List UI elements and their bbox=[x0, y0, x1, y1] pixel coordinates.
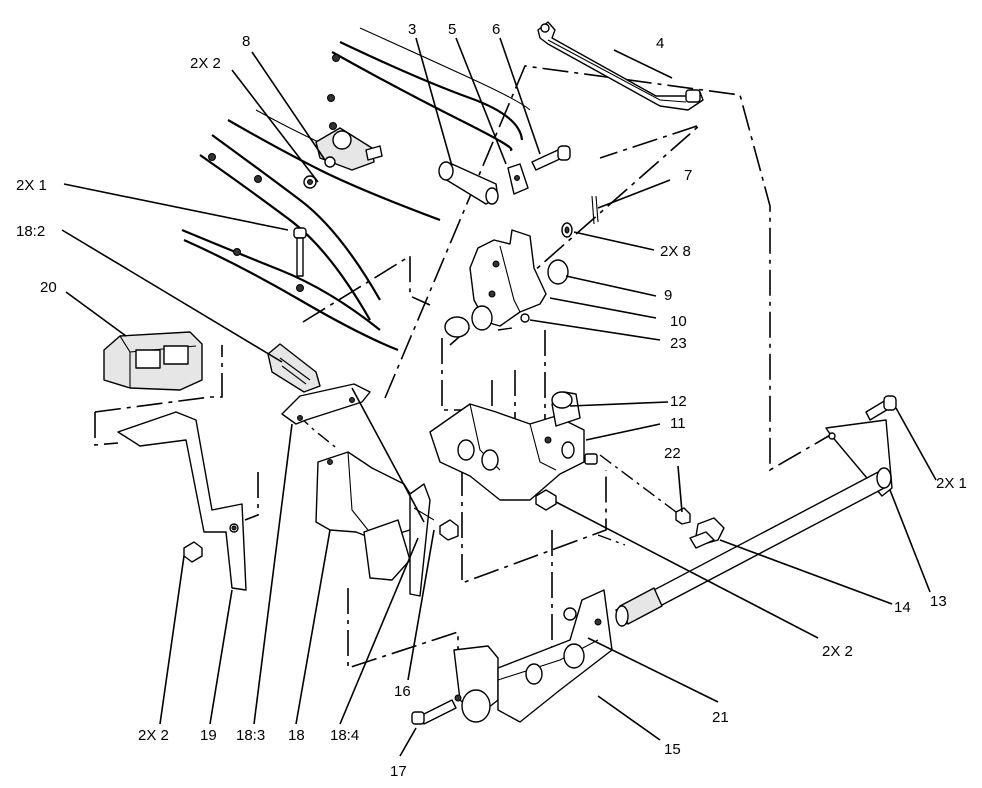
callout-2x2-bottom: 2X 2 bbox=[138, 727, 169, 744]
callout-9: 9 bbox=[664, 287, 672, 304]
callout-20: 20 bbox=[40, 279, 57, 296]
part-1-bolt-right bbox=[865, 395, 897, 421]
callout-19: 19 bbox=[200, 727, 217, 744]
part-6-bolt bbox=[531, 145, 571, 171]
callout-16: 16 bbox=[394, 683, 411, 700]
part-1-bolt-left bbox=[293, 227, 307, 277]
callout-3: 3 bbox=[408, 21, 416, 38]
callout-18: 18 bbox=[288, 727, 305, 744]
part-16-nut bbox=[439, 519, 459, 541]
callout-15: 15 bbox=[664, 741, 681, 758]
callout-labels: 2X 2 8 3 5 6 4 7 2X 1 18:2 2X 8 9 20 10 … bbox=[16, 21, 967, 780]
callout-8: 8 bbox=[242, 33, 250, 50]
callout-4: 4 bbox=[656, 35, 664, 52]
callout-23: 23 bbox=[670, 335, 687, 352]
callout-13: 13 bbox=[930, 593, 947, 610]
callout-18-2: 18:2 bbox=[16, 223, 45, 240]
callout-17: 17 bbox=[390, 763, 407, 780]
part-8-washer bbox=[561, 222, 573, 238]
callout-2x2-center: 2X 2 bbox=[822, 643, 853, 660]
part-21-nut bbox=[563, 607, 577, 621]
callout-12: 12 bbox=[670, 393, 687, 410]
cable-bundle bbox=[181, 27, 531, 352]
callout-11: 11 bbox=[670, 415, 686, 432]
part-2-nut-center bbox=[535, 489, 557, 511]
part-18-2-pad bbox=[267, 343, 321, 393]
callout-7: 7 bbox=[684, 167, 692, 184]
part-14-fitting bbox=[689, 517, 725, 549]
part-5-plate bbox=[507, 163, 529, 195]
callout-18-4: 18:4 bbox=[330, 727, 359, 744]
callout-10: 10 bbox=[670, 313, 687, 330]
part-22-nut bbox=[675, 507, 691, 525]
callout-2x8: 2X 8 bbox=[660, 243, 691, 260]
callout-21: 21 bbox=[712, 709, 729, 726]
part-11-carriage bbox=[429, 403, 598, 501]
part-3-pin bbox=[438, 161, 499, 205]
part-8-cable-clamp bbox=[303, 127, 383, 189]
part-20-pedal-pad bbox=[103, 331, 203, 391]
part-18-pedal-lever bbox=[315, 451, 415, 581]
part-4-rod bbox=[537, 21, 704, 111]
callout-5: 5 bbox=[448, 21, 456, 38]
cable-nuts bbox=[208, 54, 340, 292]
part-12-bushing bbox=[551, 391, 581, 427]
callout-14: 14 bbox=[894, 599, 911, 616]
centerlines bbox=[94, 65, 833, 670]
callout-2x2-top: 2X 2 bbox=[190, 55, 221, 72]
callout-2x1-right: 2X 1 bbox=[936, 475, 967, 492]
part-7-cotter-pin bbox=[591, 195, 599, 225]
callout-22: 22 bbox=[664, 445, 681, 462]
callout-18-3: 18:3 bbox=[236, 727, 265, 744]
part-13-shaft bbox=[615, 419, 893, 627]
callout-2x1-left: 2X 1 bbox=[16, 177, 47, 194]
part-18-3-plate bbox=[281, 383, 371, 425]
leader-lines bbox=[61, 37, 937, 757]
part-19-pedal-arm bbox=[117, 411, 247, 591]
part-10-bracket bbox=[444, 229, 569, 338]
part-15-lower-bracket bbox=[453, 589, 613, 723]
part-17-bolt bbox=[411, 699, 457, 725]
callout-6: 6 bbox=[492, 21, 500, 38]
part-18-4-link bbox=[409, 483, 435, 597]
